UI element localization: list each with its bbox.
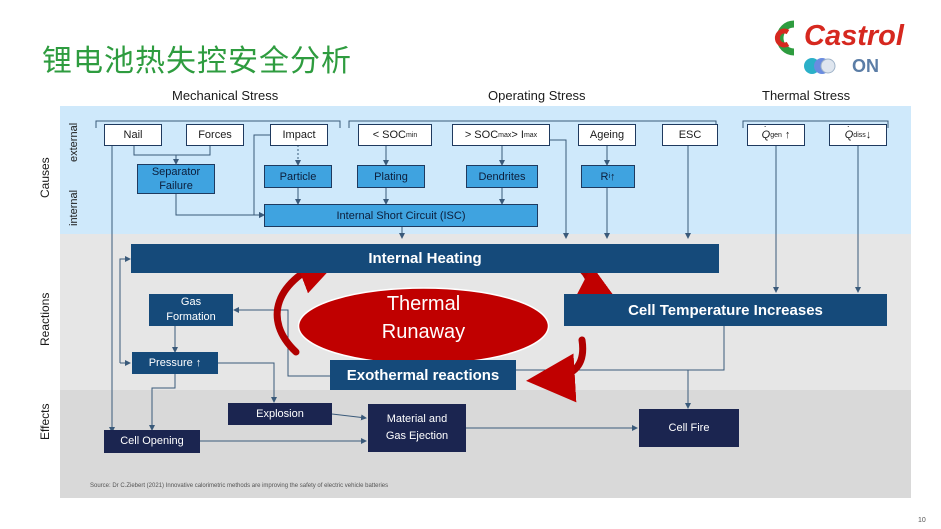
- thermal-runaway-line1: Thermal: [386, 293, 461, 315]
- q-diss-symbol: Q: [844, 129, 854, 141]
- ri-sub: i: [608, 172, 610, 180]
- cell-temperature-box: Cell Temperature Increases: [564, 294, 887, 326]
- esc-label: ESC: [678, 129, 702, 141]
- forces-box: Forces: [186, 124, 244, 146]
- plating-label: Plating: [374, 170, 408, 183]
- internal-heating-label: Internal Heating: [368, 250, 482, 267]
- nail-box: Nail: [104, 124, 162, 146]
- i-max-label: > I: [511, 129, 524, 141]
- castrol-emblem-icon: [774, 20, 836, 74]
- ageing-box: Ageing: [578, 124, 636, 146]
- soc-max-sub: max: [498, 131, 512, 139]
- impact-box: Impact: [270, 124, 328, 146]
- explosion-box: Explosion: [228, 403, 332, 425]
- isc-box: Internal Short Circuit (ISC): [264, 204, 538, 227]
- explosion-label: Explosion: [256, 407, 304, 420]
- cell-opening-box: Cell Opening: [104, 430, 200, 453]
- separator-failure-box: Separator Failure: [137, 164, 215, 194]
- thermal-stress-header: Thermal Stress: [762, 88, 851, 103]
- q-diss-arrow-icon: ↓: [865, 129, 872, 141]
- thermal-runaway-text: Thermal Runaway: [297, 290, 550, 346]
- plating-box: Plating: [357, 165, 425, 188]
- soc-min-label: < SOC: [372, 129, 407, 141]
- particle-box: Particle: [264, 165, 332, 188]
- castrol-logo-text: Castrol: [804, 20, 904, 52]
- exothermal-label: Exothermal reactions: [346, 366, 500, 384]
- castrol-logo: [764, 18, 914, 78]
- operating-stress-header: Operating Stress: [488, 88, 586, 103]
- separator-label: Separator Failure: [151, 166, 201, 192]
- page-title: 锂电池热失控安全分析: [42, 44, 352, 79]
- pressure-label: Pressure ↑: [148, 357, 202, 369]
- cell-fire-label: Cell Fire: [668, 421, 710, 434]
- q-gen-box: Q·gen↑: [747, 121, 805, 146]
- i-max-sub: max: [523, 131, 538, 139]
- source-note: Source: Dr C.Ziebert (2021) Innovative c…: [90, 483, 389, 489]
- forces-label: Forces: [198, 129, 232, 141]
- q-gen-arrow-icon: ↑: [784, 129, 791, 141]
- gas-formation-label: Gas Formation: [166, 296, 216, 323]
- gas-formation-box: Gas Formation: [149, 294, 233, 326]
- cell-opening-label: Cell Opening: [120, 435, 184, 447]
- internal-heating-box: Internal Heating: [131, 244, 719, 273]
- dendrites-box: Dendrites: [466, 165, 538, 188]
- material-gas-ejection-box: Material and Gas Ejection: [368, 404, 466, 452]
- logo-sub-text: ON: [852, 56, 879, 76]
- q-gen-symbol: Q: [761, 129, 771, 141]
- cell-fire-box: Cell Fire: [639, 409, 739, 447]
- effects-band: [60, 390, 911, 498]
- q-diss-sub: diss: [853, 131, 866, 139]
- q-gen-sub: gen: [770, 131, 782, 139]
- isc-label: Internal Short Circuit (ISC): [336, 209, 466, 222]
- ageing-label: Ageing: [589, 129, 625, 141]
- ri-arrow-icon: ↑: [610, 170, 616, 183]
- cell-temperature-label: Cell Temperature Increases: [628, 301, 823, 319]
- pressure-box: Pressure ↑: [132, 352, 218, 374]
- esc-box: ESC: [662, 124, 718, 146]
- soc-min-sub: min: [406, 131, 418, 139]
- mechanical-stress-header: Mechanical Stress: [172, 88, 279, 103]
- thermal-runaway-line2: Runaway: [381, 321, 466, 343]
- ri-label: R: [600, 170, 609, 183]
- particle-label: Particle: [279, 170, 317, 183]
- exothermal-reactions-box: Exothermal reactions: [330, 360, 516, 390]
- page-number: 10: [918, 517, 926, 524]
- nail-label: Nail: [123, 129, 143, 141]
- soc-max-label: > SOC: [464, 129, 499, 141]
- impact-label: Impact: [282, 129, 316, 141]
- dendrites-label: Dendrites: [478, 170, 526, 183]
- q-diss-box: Q·diss↓: [829, 121, 887, 146]
- material-label: Material and Gas Ejection: [385, 413, 449, 442]
